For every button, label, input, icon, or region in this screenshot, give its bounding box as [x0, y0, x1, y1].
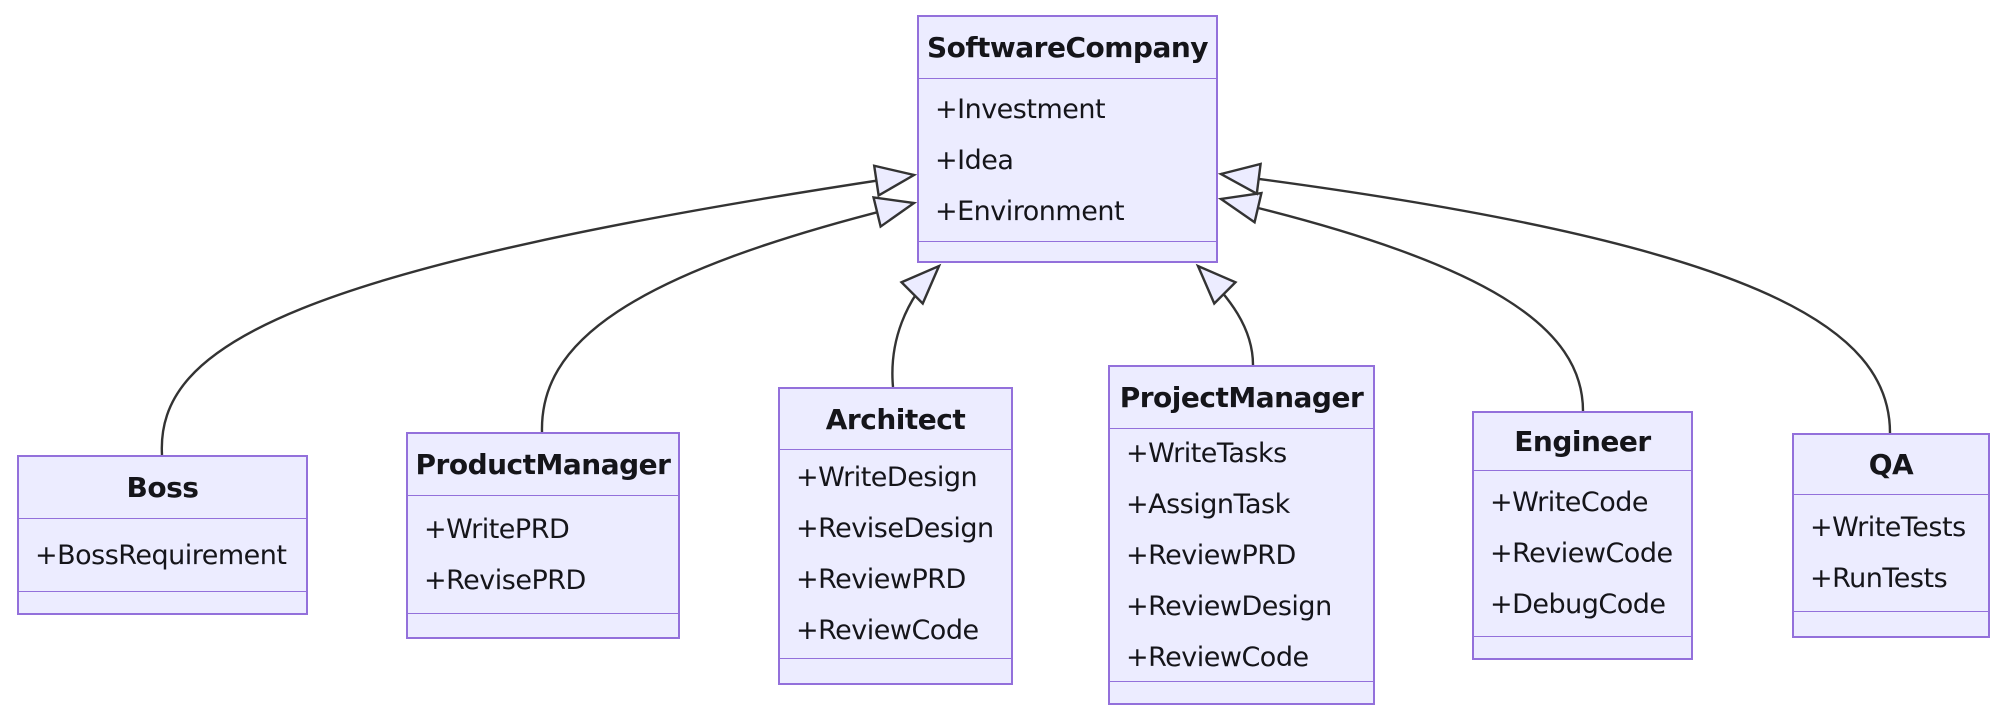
- class-attributes: +WriteTests +RunTests: [1794, 495, 1988, 611]
- class-attribute: +RevisePRD: [424, 564, 586, 596]
- class-attribute: +ReviewCode: [1490, 538, 1673, 569]
- class-attribute: +WriteTests: [1810, 512, 1966, 543]
- class-attribute: +Investment: [935, 93, 1106, 125]
- class-architect: Architect +WriteDesign +ReviseDesign +Re…: [778, 387, 1013, 685]
- edge-boss-softwarecompany: [160, 164, 918, 456]
- class-attribute: +DebugCode: [1490, 589, 1666, 620]
- class-attribute: +RunTests: [1810, 563, 1948, 594]
- class-title: ProductManager: [408, 434, 678, 496]
- class-attribute: +BossRequirement: [35, 539, 287, 571]
- class-attribute: +ReviewCode: [796, 615, 979, 646]
- class-attribute: +ReviewPRD: [1126, 539, 1296, 571]
- class-attribute: +WriteCode: [1490, 487, 1649, 518]
- class-attribute: +AssignTask: [1126, 488, 1290, 520]
- class-title: ProjectManager: [1110, 367, 1373, 429]
- class-attributes: +WriteTasks +AssignTask +ReviewPRD +Revi…: [1110, 429, 1373, 681]
- class-projectmanager: ProjectManager +WriteTasks +AssignTask +…: [1108, 365, 1375, 705]
- class-title: SoftwareCompany: [919, 17, 1216, 79]
- class-attribute: +WritePRD: [424, 513, 570, 545]
- class-methods-compartment-empty: [780, 658, 1011, 683]
- class-title: Engineer: [1474, 413, 1691, 471]
- class-methods-compartment-empty: [919, 241, 1216, 261]
- class-attribute: +WriteTasks: [1126, 437, 1287, 469]
- edge-projectmanager-softwarecompany: [1195, 263, 1255, 366]
- class-attribute: +Environment: [935, 195, 1125, 227]
- class-attribute: +ReviewDesign: [1126, 590, 1332, 622]
- class-attribute: +ReviseDesign: [796, 513, 994, 544]
- class-productmanager: ProductManager +WritePRD +RevisePRD: [406, 432, 680, 639]
- class-attribute: +ReviewCode: [1126, 641, 1309, 673]
- class-attribute: +WriteDesign: [796, 462, 978, 493]
- class-title: Architect: [780, 389, 1011, 450]
- class-title: QA: [1794, 435, 1988, 495]
- class-attributes: +WriteDesign +ReviseDesign +ReviewPRD +R…: [780, 450, 1011, 658]
- edge-engineer-softwarecompany: [1217, 191, 1585, 412]
- class-methods-compartment-empty: [1474, 636, 1691, 658]
- class-attribute: +ReviewPRD: [796, 564, 966, 595]
- class-title: Boss: [19, 457, 306, 519]
- class-attributes: +Investment +Idea +Environment: [919, 79, 1216, 241]
- class-attributes: +WritePRD +RevisePRD: [408, 496, 678, 613]
- edge-architect-softwarecompany: [891, 263, 942, 388]
- class-qa: QA +WriteTests +RunTests: [1792, 433, 1990, 638]
- class-methods-compartment-empty: [408, 613, 678, 637]
- class-boss: Boss +BossRequirement: [17, 455, 308, 615]
- class-methods-compartment-empty: [1110, 681, 1373, 703]
- edge-productmanager-softwarecompany: [540, 195, 918, 433]
- class-engineer: Engineer +WriteCode +ReviewCode +DebugCo…: [1472, 411, 1693, 660]
- class-methods-compartment-empty: [19, 591, 306, 613]
- edge-qa-softwarecompany: [1217, 162, 1892, 434]
- class-softwarecompany: SoftwareCompany +Investment +Idea +Envir…: [917, 15, 1218, 263]
- class-methods-compartment-empty: [1794, 611, 1988, 636]
- class-attributes: +WriteCode +ReviewCode +DebugCode: [1474, 471, 1691, 636]
- class-attribute: +Idea: [935, 144, 1014, 176]
- class-attributes: +BossRequirement: [19, 519, 306, 591]
